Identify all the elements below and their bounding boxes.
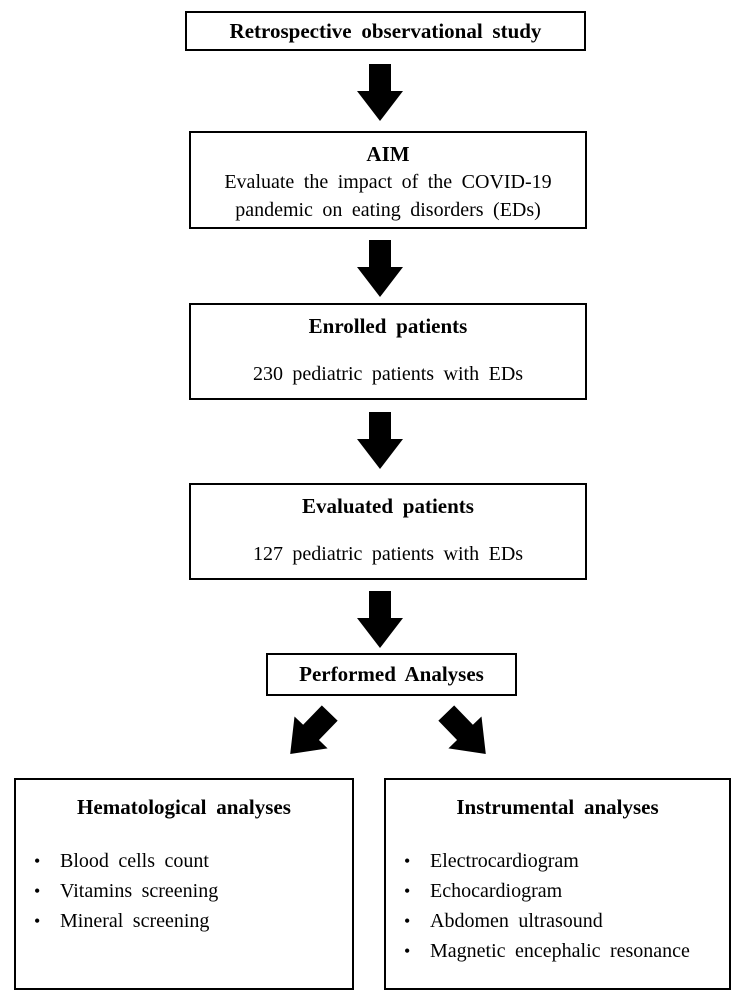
box-instrumental-title: Instrumental analyses [456, 795, 659, 819]
list-item-label: Magnetic encephalic resonance [430, 940, 690, 962]
list-item: • Abdomen ultrasound [404, 906, 729, 936]
list-item-label: Abdomen ultrasound [430, 910, 603, 932]
list-item-label: Mineral screening [60, 910, 210, 932]
box-aim-line1: Evaluate the impact of the COVID-19 [224, 171, 552, 193]
box-retrospective: Retrospective observational study [185, 11, 586, 51]
box-performed-analyses: Performed Analyses [266, 653, 517, 696]
bullet-icon: • [404, 881, 411, 901]
bullet-icon: • [34, 881, 41, 901]
hematological-list: • Blood cells count • Vitamins screening… [16, 846, 352, 936]
list-item: • Echocardiogram [404, 876, 729, 906]
box-aim: AIM Evaluate the impact of the COVID-19 … [189, 131, 587, 229]
list-item: • Vitamins screening [34, 876, 352, 906]
box-aim-line2: pandemic on eating disorders (EDs) [235, 199, 541, 221]
list-item: • Electrocardiogram [404, 846, 729, 876]
instrumental-list: • Electrocardiogram • Echocardiogram • A… [386, 846, 729, 966]
list-item-label: Blood cells count [60, 850, 209, 872]
arrow-down-icon [357, 412, 403, 469]
box-enrolled-count: 230 pediatric patients with EDs [252, 363, 524, 385]
list-item: • Mineral screening [34, 906, 352, 936]
arrow-down-icon [357, 240, 403, 297]
box-hematological-analyses: Hematological analyses • Blood cells cou… [14, 778, 354, 990]
arrow-down-icon [357, 64, 403, 121]
box-retrospective-title: Retrospective observational study [229, 19, 542, 43]
arrow-down-icon [357, 591, 403, 648]
box-evaluated-patients: Evaluated patients 127 pediatric patient… [189, 483, 587, 580]
arrow-down-left-icon [290, 705, 338, 755]
list-item: • Blood cells count [34, 846, 352, 876]
list-item-label: Electrocardiogram [430, 850, 579, 872]
box-hematological-title: Hematological analyses [77, 795, 291, 819]
box-aim-title: AIM [366, 142, 410, 166]
bullet-icon: • [404, 851, 411, 871]
bullet-icon: • [404, 911, 411, 931]
box-instrumental-analyses: Instrumental analyses • Electrocardiogra… [384, 778, 731, 990]
list-item-label: Vitamins screening [60, 880, 219, 902]
box-enrolled-title: Enrolled patients [308, 314, 468, 338]
box-performed-title: Performed Analyses [299, 662, 484, 686]
bullet-icon: • [34, 911, 41, 931]
box-evaluated-count: 127 pediatric patients with EDs [252, 543, 524, 565]
box-enrolled-patients: Enrolled patients 230 pediatric patients… [189, 303, 587, 400]
list-item-label: Echocardiogram [430, 880, 563, 902]
bullet-icon: • [34, 851, 41, 871]
arrow-down-right-icon [438, 705, 486, 755]
bullet-icon: • [404, 941, 411, 961]
list-item: • Magnetic encephalic resonance [404, 936, 729, 966]
box-evaluated-title: Evaluated patients [302, 494, 474, 518]
